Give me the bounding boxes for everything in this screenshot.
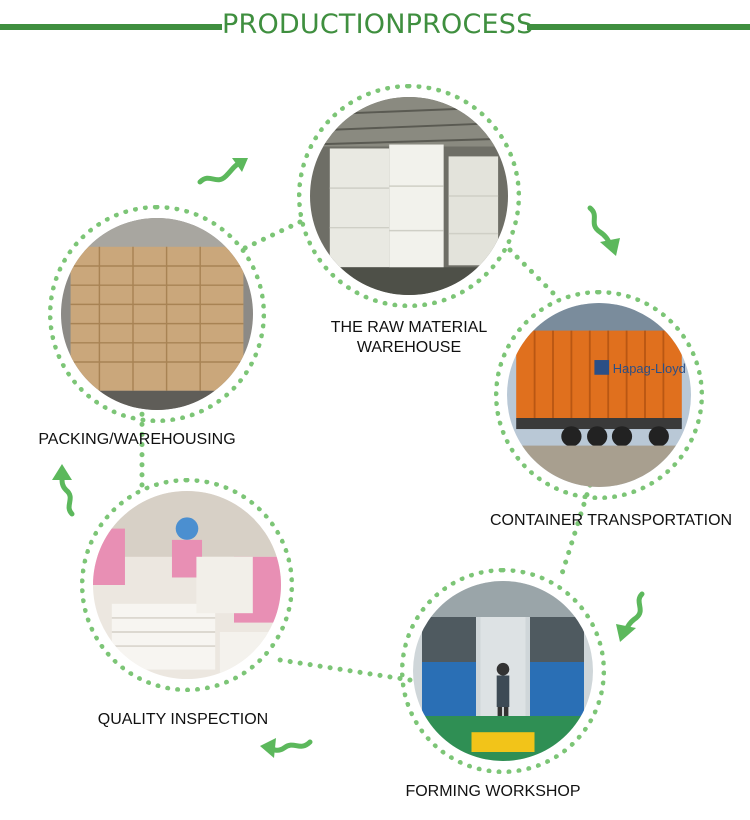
green-curvy-arrow-icon [197, 158, 248, 185]
quality-inspection-photo [93, 491, 281, 679]
step-raw-material-label-line2: WAREHOUSE [356, 339, 462, 356]
step-raw-material-circle [297, 84, 521, 308]
step-quality-label: QUALITY INSPECTION [97, 711, 269, 728]
step-raw-material-label-line1: THE RAW MATERIAL [330, 319, 488, 336]
raw-material-warehouse-photo [310, 97, 508, 295]
step-raw-material-label: THE RAW MATERIAL WAREHOUSE [304, 318, 514, 358]
truck-brand-text: Hapag-Lloyd [613, 361, 686, 376]
step-forming-label: FORMING WORKSHOP [405, 783, 581, 800]
page-header: PRODUCTIONPROCESS [0, 0, 750, 56]
green-curvy-arrow-icon [52, 464, 75, 517]
green-curvy-arrow-icon [587, 205, 620, 256]
page-title: PRODUCTIONPROCESS [222, 9, 534, 40]
forming-workshop-photo [413, 581, 593, 761]
container-truck-photo: Hapag-Lloyd [507, 303, 691, 487]
header-line-right [527, 24, 750, 30]
step-packing-circle [48, 205, 266, 423]
step-quality-circle [80, 478, 294, 692]
green-curvy-arrow-icon [616, 591, 645, 642]
step-forming-circle [400, 568, 606, 774]
packing-warehousing-photo [61, 218, 253, 410]
step-container-label: CONTAINER TRANSPORTATION [490, 512, 733, 529]
step-container-circle: Hapag-Lloyd [494, 290, 704, 500]
header-line-left [0, 24, 222, 30]
step-packing-label: PACKING/WAREHOUSING [38, 431, 236, 448]
green-curvy-arrow-icon [260, 738, 313, 758]
